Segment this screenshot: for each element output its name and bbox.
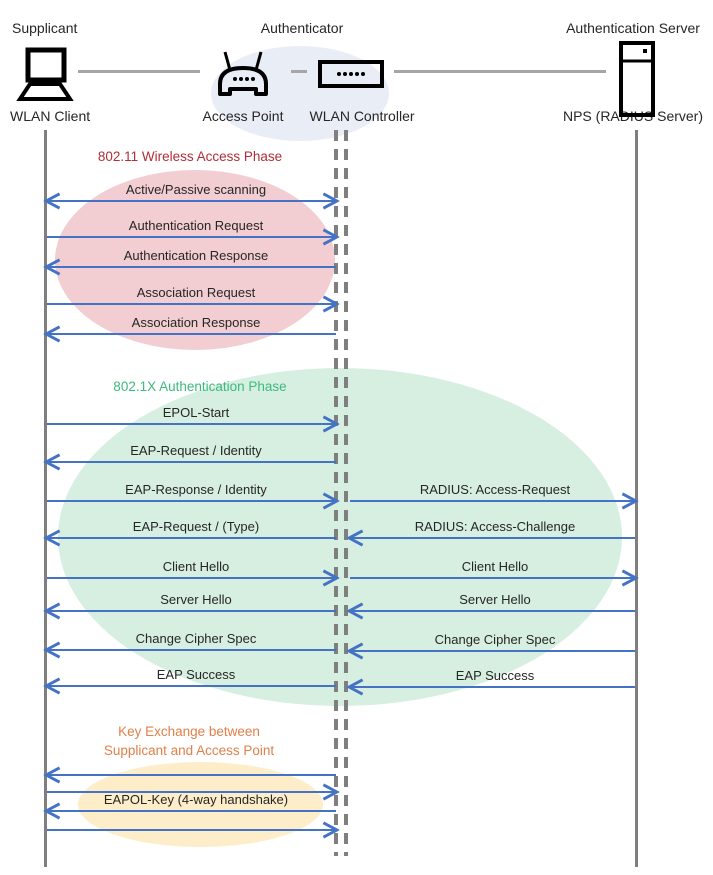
message-label: Server Hello	[459, 592, 531, 607]
connector-line	[78, 70, 200, 73]
phase3-title: Key Exchange between Supplicant and Acce…	[103, 724, 275, 758]
message-label: EAP Success	[156, 667, 236, 682]
device-label-wlan-controller: WLAN Controller	[309, 108, 415, 124]
message-label: EAP-Response / Identity	[125, 482, 267, 497]
device-label-wlan-client: WLAN Client	[10, 108, 91, 124]
role-authenticator: Authenticator	[260, 20, 344, 36]
device-label-access-point: Access Point	[202, 108, 284, 124]
access-point-icon	[218, 51, 268, 96]
message-label: Association Response	[131, 315, 261, 330]
message-label: Client Hello	[162, 559, 230, 574]
message-label: EPOL-Start	[162, 405, 230, 420]
lifeline-wlan-controller	[344, 130, 348, 856]
server-icon	[619, 41, 655, 117]
phase1-title: 802.11 Wireless Access Phase	[97, 149, 283, 164]
phase3-ellipse	[78, 762, 323, 847]
laptop-icon	[16, 47, 74, 101]
message-label: RADIUS: Access-Challenge	[414, 519, 576, 534]
message-label: EAP-Request / (Type)	[132, 519, 260, 534]
lifeline-access-point	[334, 130, 338, 856]
phase2-title: 802.1X Authentication Phase	[113, 379, 287, 394]
role-supplicant: Supplicant	[12, 20, 78, 36]
message-label: Change Cipher Spec	[135, 631, 257, 646]
message-label: EAP-Request / Identity	[130, 443, 262, 458]
role-authentication-server: Authentication Server	[566, 20, 700, 36]
message-label: EAP Success	[455, 668, 535, 683]
message-label: Change Cipher Spec	[434, 632, 556, 647]
message-label: Authentication Response	[123, 248, 269, 263]
message-label: EAPOL-Key (4-way handshake)	[103, 792, 289, 807]
message-label: Active/Passive scanning	[125, 182, 267, 197]
message-label: RADIUS: Access-Request	[419, 482, 571, 497]
lifeline-radius-server	[635, 130, 638, 867]
wlan-controller-icon	[318, 60, 384, 88]
message-label: Association Request	[136, 285, 256, 300]
connector-line	[291, 70, 307, 73]
message-label: Client Hello	[461, 559, 529, 574]
lifeline-wlan-client	[44, 130, 47, 867]
connector-line	[394, 70, 606, 73]
message-label: Authentication Request	[128, 218, 264, 233]
phase2-ellipse	[58, 368, 622, 706]
message-label: Server Hello	[160, 592, 232, 607]
